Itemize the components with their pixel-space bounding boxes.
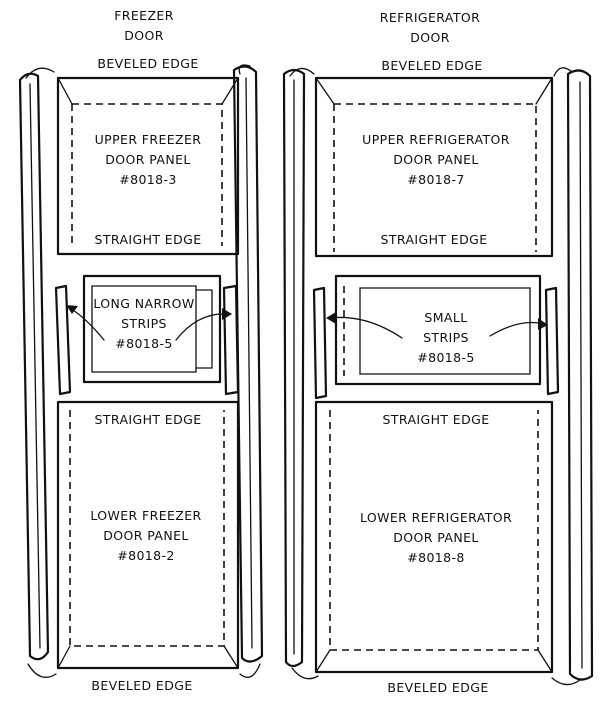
freezer-lower-panel-part: #8018-2 [117,548,175,563]
refrigerator-right-trim-rail [566,69,594,681]
refrigerator-strip-frame-inner [359,287,531,375]
freezer-upper-panel-part: #8018-3 [119,172,177,187]
freezer-lower-panel-corner-left [57,645,71,669]
freezer-strips-line2: STRIPS [121,316,167,331]
refrigerator-strips-line2: STRIPS [423,330,469,345]
refrigerator-left-loose-strip [312,286,328,400]
refrigerator-top-edge-label: BEVELED EDGE [381,58,482,73]
refrigerator-top-left-turn-arrow [289,67,315,77]
refrigerator-right-trim-rail-inner [579,81,583,669]
freezer-right-loose-strip [222,284,240,396]
refrigerator-strip-arrowhead-left [326,312,336,324]
refrigerator-lower-panel-bevel [329,410,539,651]
refrigerator-bottom-edge-label: BEVELED EDGE [387,680,488,695]
freezer-heading-line2: DOOR [124,28,164,43]
freezer-heading-line1: FREEZER [114,8,174,23]
freezer-upper-panel-corner-left [57,77,73,105]
refrigerator-strip-arrow-right [489,321,545,337]
freezer-strip-frame-notch [195,289,213,369]
freezer-door-assembly: FREEZER DOOR BEVELED EDGE UPPER FREEZER … [18,8,264,693]
refrigerator-lower-panel-corner-right [537,649,553,673]
refrigerator-upper-panel-line1: UPPER REFRIGERATOR [362,132,510,147]
freezer-lower-panel-line2: DOOR PANEL [103,528,188,543]
freezer-strip-arrowhead-right [222,308,232,320]
freezer-strip-frame-inner [91,285,197,373]
freezer-top-left-turn-arrow [25,67,55,79]
refrigerator-left-trim-rail [282,68,306,668]
freezer-lower-panel-line1: LOWER FREEZER [90,508,201,523]
freezer-bottom-edge-label: BEVELED EDGE [91,678,192,693]
freezer-right-trim-rail [232,65,264,663]
freezer-left-trim-rail [18,72,50,661]
refrigerator-strip-frame [334,274,542,386]
refrigerator-top-right-turn-arrow [553,67,573,77]
refrigerator-heading-line1: REFRIGERATOR [380,10,480,25]
freezer-upper-panel [56,76,240,256]
freezer-left-loose-strip [54,284,72,396]
refrigerator-door-assembly: REFRIGERATOR DOOR BEVELED EDGE UPPER REF… [282,10,594,695]
freezer-upper-panel-corner-right [221,77,239,105]
refrigerator-upper-panel-corner-right [535,77,553,105]
refrigerator-strip-arrowhead-right [538,318,548,330]
freezer-bottom-left-turn-arrow [27,663,57,678]
refrigerator-lower-panel-part: #8018-8 [407,550,465,565]
freezer-strip-arrowhead-left [66,305,78,314]
freezer-top-edge-label: BEVELED EDGE [97,56,198,71]
refrigerator-upper-bottom-edge-label: STRAIGHT EDGE [381,232,488,247]
refrigerator-heading-line2: DOOR [410,30,450,45]
refrigerator-upper-panel [314,76,554,258]
freezer-strip-frame [82,274,222,384]
refrigerator-upper-panel-bevel [333,103,537,252]
freezer-strips-part: #8018-5 [115,336,173,351]
refrigerator-lower-panel-line1: LOWER REFRIGERATOR [360,510,512,525]
refrigerator-lower-top-edge-label: STRAIGHT EDGE [383,412,490,427]
refrigerator-bottom-right-turn-arrow [551,677,581,686]
refrigerator-strips-part: #8018-5 [417,350,475,365]
freezer-upper-panel-line1: UPPER FREEZER [95,132,202,147]
refrigerator-strip-arrow-left [329,316,403,339]
freezer-lower-panel-corner-right [223,645,239,669]
freezer-right-trim-rail-inner [245,77,253,649]
refrigerator-right-loose-strip [544,286,560,396]
freezer-upper-panel-line2: DOOR PANEL [105,152,190,167]
refrigerator-lower-panel-line2: DOOR PANEL [393,530,478,545]
refrigerator-lower-panel-corner-left [315,649,331,673]
freezer-lower-top-edge-label: STRAIGHT EDGE [95,412,202,427]
refrigerator-strips-line1: SMALL [424,310,467,325]
refrigerator-upper-panel-part: #8018-7 [407,172,465,187]
freezer-strips-line1: LONG NARROW [93,296,194,311]
refrigerator-bottom-left-turn-arrow [291,667,319,680]
freezer-strip-arrow-left [69,307,105,341]
freezer-upper-bottom-edge-label: STRAIGHT EDGE [95,232,202,247]
refrigerator-upper-panel-line2: DOOR PANEL [393,152,478,167]
refrigerator-upper-panel-corner-left [315,77,335,105]
freezer-lower-panel-bevel [69,410,225,647]
freezer-top-right-turn-arrow [238,64,251,75]
freezer-left-trim-rail-inner [29,83,41,649]
freezer-bottom-right-turn-arrow [239,663,261,678]
